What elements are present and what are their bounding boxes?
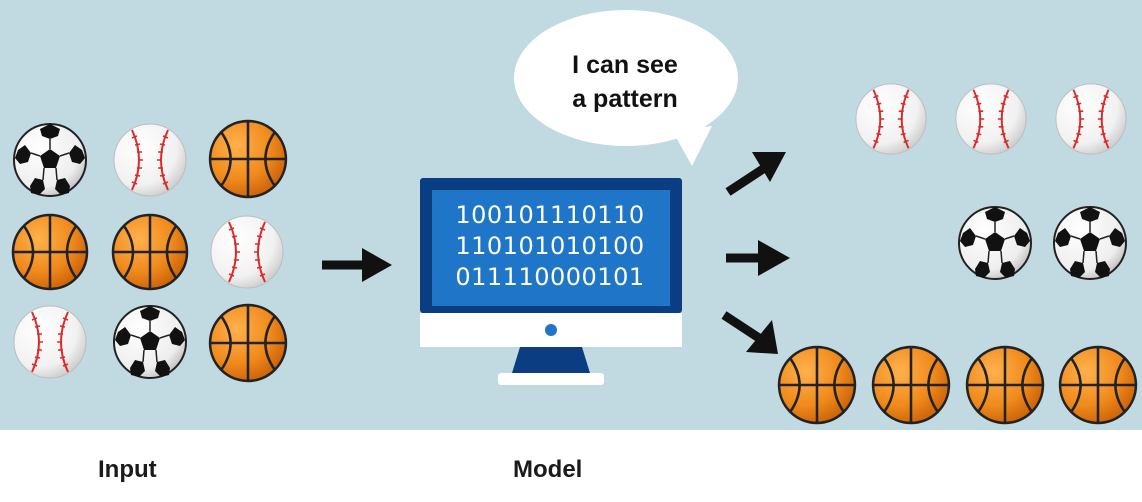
soccer-ball-icon — [1053, 206, 1127, 280]
baseball-icon — [1054, 82, 1128, 156]
binary-line-3: 011110000101 — [455, 263, 645, 291]
output-baseballs — [854, 82, 1128, 156]
monitor-icon — [420, 178, 682, 385]
output-arrow-right-icon — [726, 240, 790, 276]
model-label: Model — [513, 456, 583, 483]
soccer-ball-icon — [113, 305, 187, 379]
input-label: Input — [98, 456, 157, 483]
basketball-icon — [777, 345, 857, 425]
bubble-line-2: a pattern — [572, 85, 678, 113]
basketball-icon — [111, 213, 189, 291]
speech-bubble-text: I can see a pattern — [540, 48, 710, 116]
output-arrow-up-icon — [725, 152, 786, 196]
bottom-band — [0, 430, 1142, 502]
input-arrow-icon — [322, 248, 392, 282]
baseball-icon — [13, 305, 87, 379]
output-arrow-down-icon — [721, 311, 778, 354]
basketball-icon — [1058, 345, 1138, 425]
screen-binary-text: 100101110110 110101010100 011110000101 — [440, 200, 660, 293]
basketball-icon — [965, 345, 1045, 425]
binary-line-2: 110101010100 — [455, 232, 645, 260]
input-grid — [11, 119, 288, 383]
basketball-icon — [208, 119, 288, 199]
soccer-ball-icon — [958, 206, 1032, 280]
speech-bubble — [514, 10, 738, 166]
bubble-line-1: I can see — [572, 51, 678, 79]
soccer-ball-icon — [13, 123, 87, 197]
binary-line-1: 100101110110 — [455, 201, 645, 229]
basketball-icon — [208, 303, 288, 383]
baseball-icon — [854, 82, 928, 156]
baseball-icon — [113, 123, 187, 197]
basketball-icon — [11, 213, 89, 291]
baseball-icon — [210, 215, 284, 289]
basketball-icon — [871, 345, 951, 425]
baseball-icon — [954, 82, 1028, 156]
